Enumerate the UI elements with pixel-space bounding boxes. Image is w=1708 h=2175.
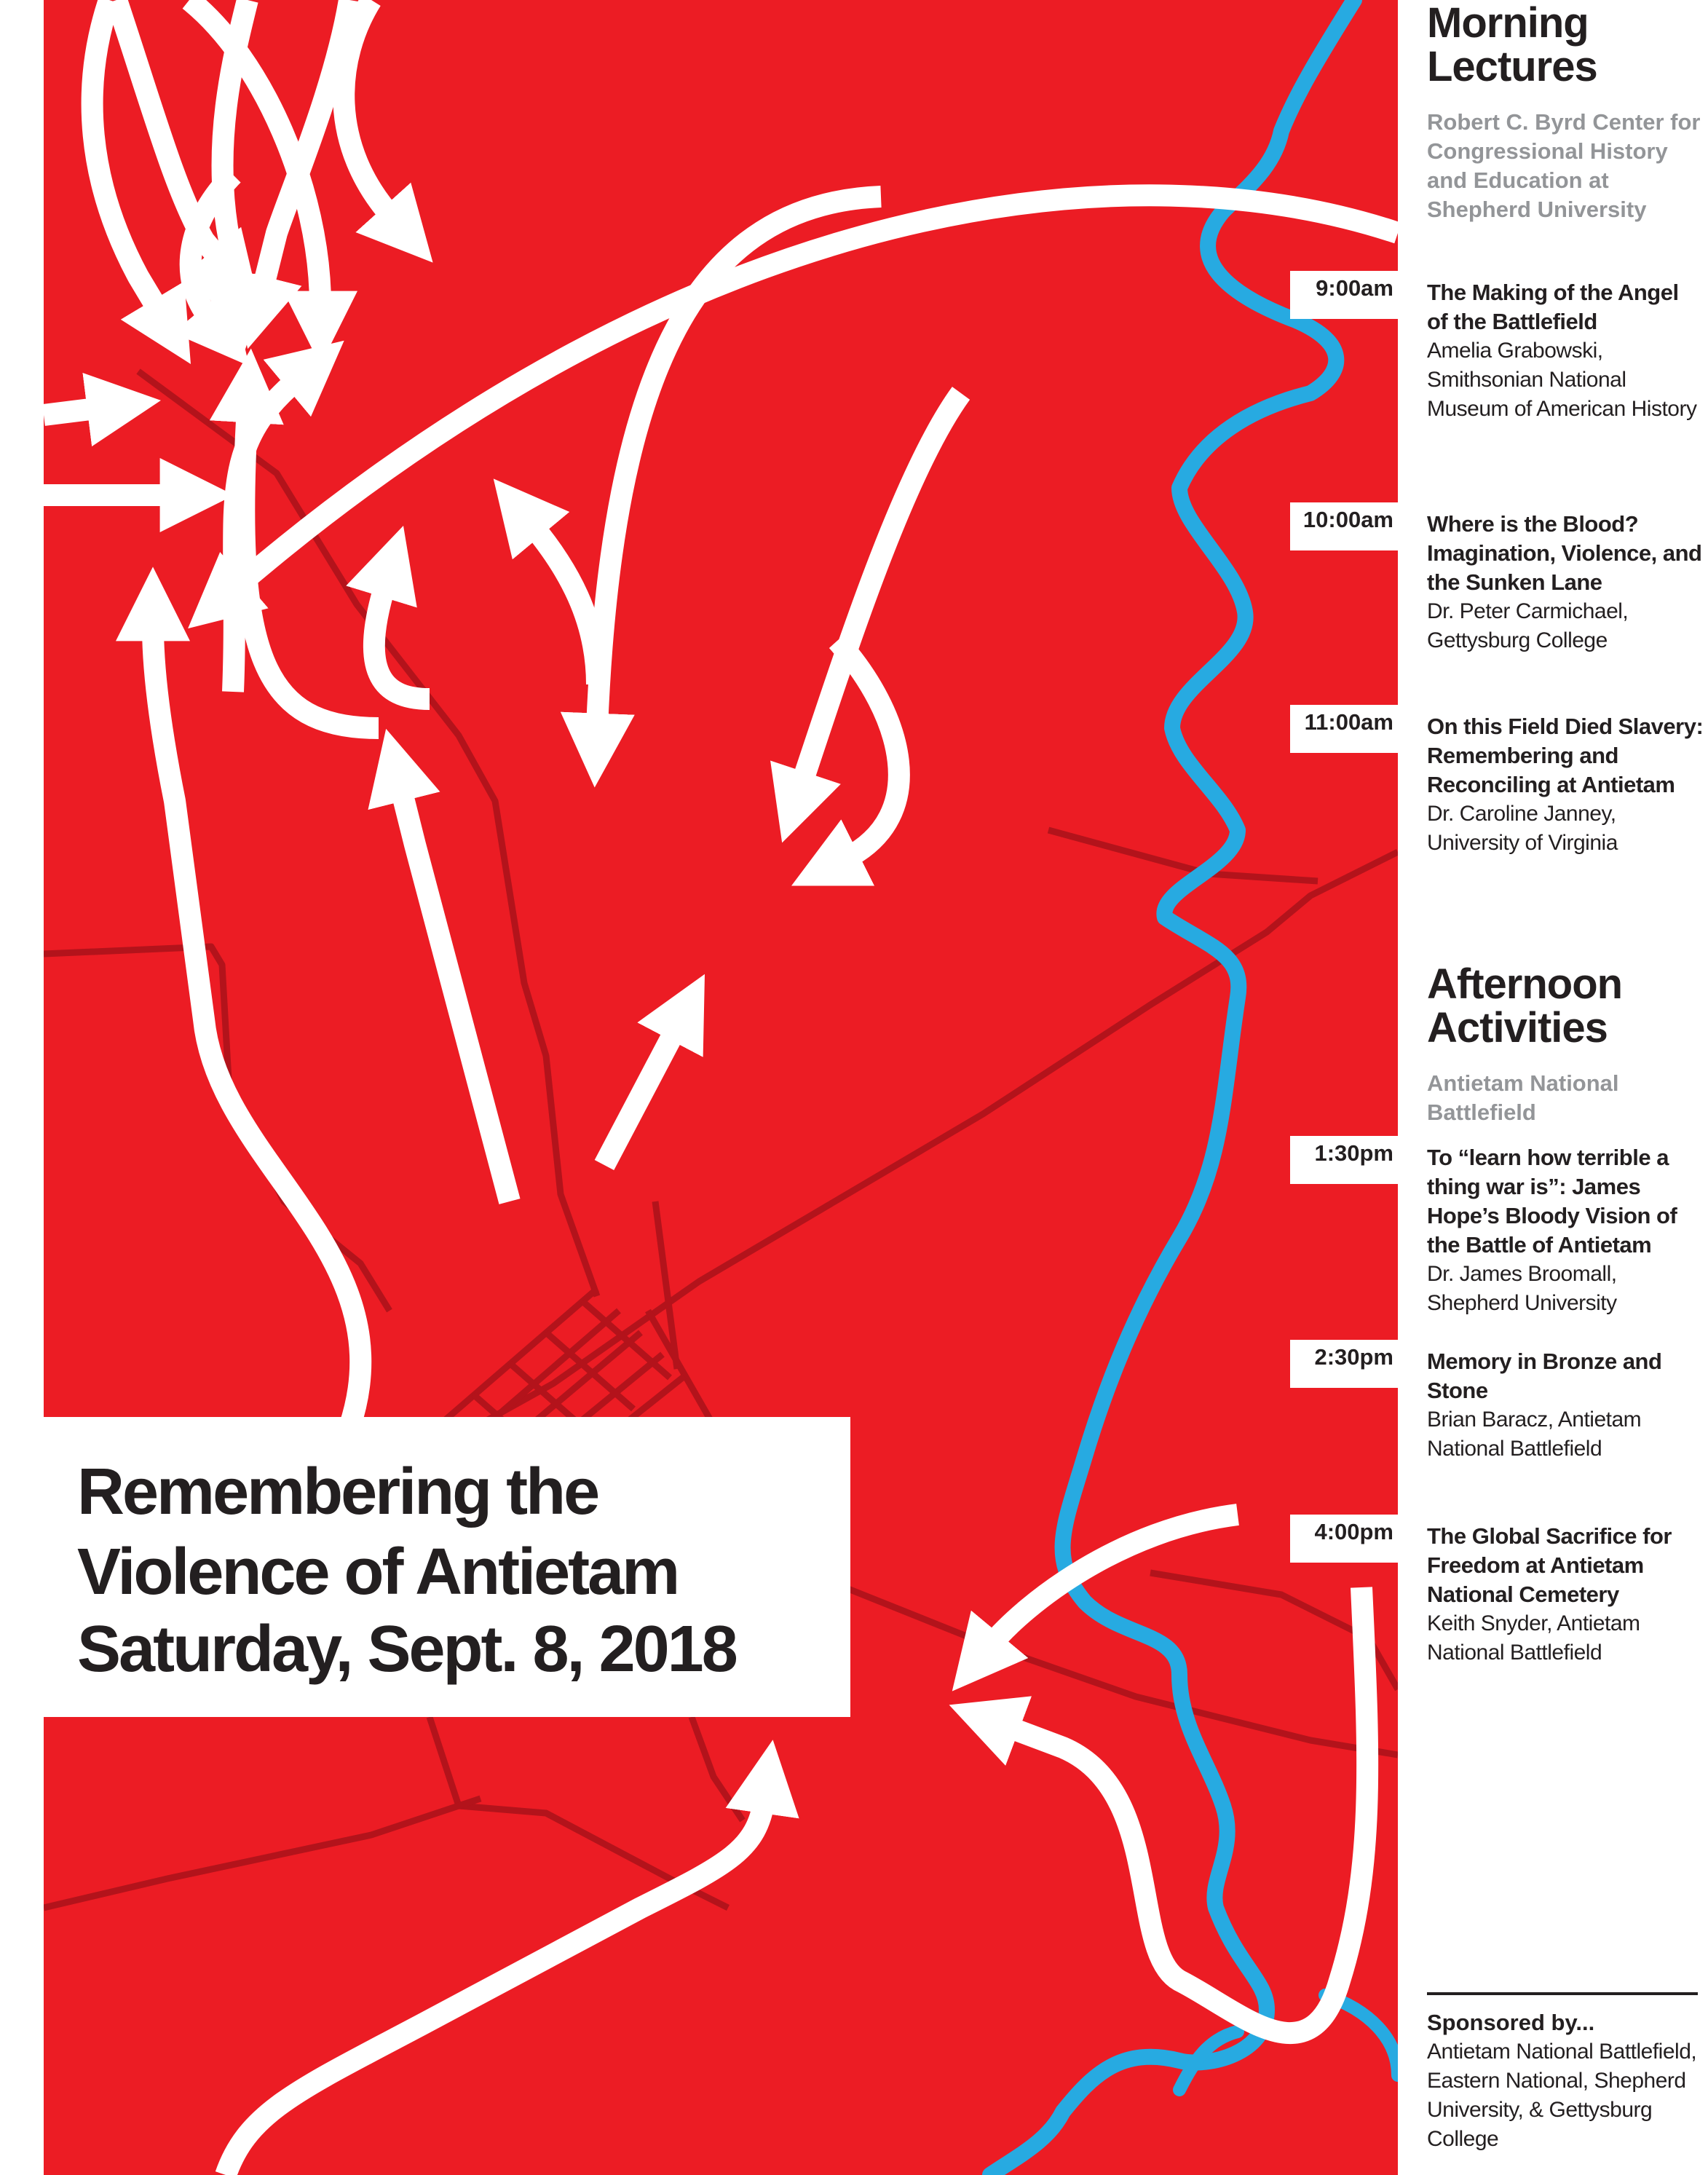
session-speaker-4: Dr. James Broomall, Shepherd University <box>1427 1262 1617 1315</box>
session-speaker-3: Dr. Caroline Janney, University of Virgi… <box>1427 802 1618 855</box>
arrow-12 <box>560 186 882 788</box>
arrow-4 <box>182 0 357 366</box>
session-speaker-1: Amelia Grabowski, Smithsonian National M… <box>1427 339 1697 421</box>
sponsors-list: Antietam National Battlefield, Eastern N… <box>1427 2040 1697 2151</box>
session-time-3: 11:00am <box>1290 705 1399 753</box>
battle-map-illustration <box>44 0 1398 2175</box>
arrow-3 <box>197 0 272 350</box>
arrow-16 <box>209 348 379 739</box>
afternoon-heading-line-1: Afternoon <box>1427 960 1623 1008</box>
session-speaker-2: Dr. Peter Carmichael, Gettysburg College <box>1427 599 1629 652</box>
event-title-line-1: Remembering the <box>77 1456 600 1528</box>
session-time-6: 4:00pm <box>1290 1515 1399 1563</box>
event-title-box: Remembering the Violence of Antietam Sat… <box>44 1417 850 1717</box>
session-time-4: 1:30pm <box>1290 1136 1399 1184</box>
session-title-4: To “learn how terrible a thing war is”: … <box>1427 1145 1677 1258</box>
afternoon-heading-line-2: Activities <box>1427 1004 1608 1051</box>
session-title-3: On this Field Died Slavery: Remembering … <box>1427 714 1704 797</box>
event-date: Saturday, Sept. 8, 2018 <box>77 1613 738 1686</box>
session-speaker-6: Keith Snyder, Antietam National Battlefi… <box>1427 1611 1640 1665</box>
session-5: Memory in Bronze and Stone Brian Baracz,… <box>1427 1347 1704 1464</box>
arrow-6 <box>173 167 250 366</box>
session-title-2: Where is the Blood? Imagination, Violenc… <box>1427 511 1702 595</box>
event-title-line-2: Violence of Antietam <box>77 1536 680 1608</box>
arrow-21 <box>952 1504 1239 1692</box>
session-time-2: 10:00am <box>1290 502 1399 550</box>
session-title-5: Memory in Bronze and Stone <box>1427 1349 1662 1403</box>
afternoon-heading: Afternoon Activities <box>1427 960 1623 1051</box>
session-title-6: The Global Sacrifice for Freedom at Anti… <box>1427 1523 1672 1607</box>
session-title-1: The Making of the Angel of the Battlefie… <box>1427 280 1679 334</box>
sponsors-heading: Sponsored by... <box>1427 2010 1595 2035</box>
arrow-15 <box>493 478 608 685</box>
session-time-5: 2:30pm <box>1290 1340 1399 1388</box>
arrow-14 <box>791 633 910 886</box>
arrow-20 <box>594 974 705 1170</box>
morning-heading: Morning Lectures <box>1427 0 1598 90</box>
sponsor-divider <box>1427 1992 1698 1995</box>
arrow-23 <box>215 1740 799 2175</box>
session-4: To “learn how terrible a thing war is”: … <box>1427 1143 1704 1318</box>
arrow-22 <box>949 1587 1379 2044</box>
session-2: Where is the Blood? Imagination, Violenc… <box>1427 510 1704 655</box>
morning-heading-line-1: Morning <box>1427 0 1589 47</box>
sponsors: Sponsored by... Antietam National Battle… <box>1427 2008 1708 2154</box>
river <box>982 0 1362 2175</box>
arrow-19 <box>368 728 521 1204</box>
arrow-13 <box>770 387 970 843</box>
session-6: The Global Sacrifice for Freedom at Anti… <box>1427 1522 1704 1667</box>
arrow-7 <box>333 0 433 263</box>
afternoon-venue: Antietam National Battlefield <box>1427 1070 1619 1125</box>
session-time-1: 9:00am <box>1290 271 1399 319</box>
troop-arrows <box>44 0 1398 2175</box>
battle-map-svg <box>44 0 1398 2175</box>
morning-venue: Robert C. Byrd Center for Congressional … <box>1427 109 1701 222</box>
arrow-8 <box>44 372 161 447</box>
arrow-1 <box>81 0 191 364</box>
session-1: The Making of the Angel of the Battlefie… <box>1427 278 1704 424</box>
arrow-17 <box>346 526 430 710</box>
arrow-18 <box>116 567 372 1431</box>
arrow-11 <box>188 184 1398 629</box>
morning-heading-line-2: Lectures <box>1427 43 1598 90</box>
session-speaker-5: Brian Baracz, Antietam National Battlefi… <box>1427 1408 1642 1461</box>
session-3: On this Field Died Slavery: Remembering … <box>1427 712 1704 858</box>
arrow-5 <box>229 0 360 350</box>
